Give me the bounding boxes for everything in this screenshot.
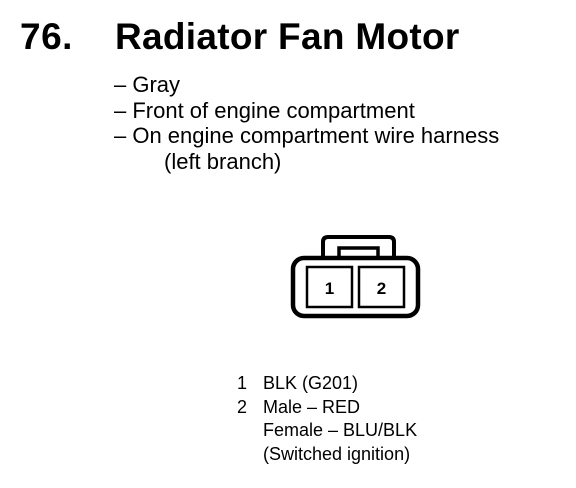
detail-location: – Front of engine compartment: [114, 97, 415, 123]
pin-descriptions: 1 BLK (G201) 2 Male – RED Female – BLU/BLK…: [237, 372, 417, 466]
pin-2-female: Female – BLU/BLK: [263, 420, 418, 440]
page-title: Radiator Fan Motor: [115, 16, 460, 57]
connector-diagram: 1 2: [290, 235, 421, 319]
pin-1-number: 1: [237, 373, 248, 393]
connector-cavity-1: [305, 265, 354, 309]
heading-number: 76.: [20, 16, 73, 57]
detail-branch: (left branch): [164, 148, 282, 174]
connector-lock-tab: [321, 235, 396, 258]
pin-2-male: Male – RED: [263, 396, 361, 417]
pin-2-note: (Switched ignition): [263, 443, 411, 464]
component-details: – Gray – Front of engine compartment – O…: [114, 72, 499, 174]
connector-pin-label-2: 2: [377, 279, 386, 298]
connector-lock-tab-inner: [337, 246, 380, 258]
pin-1-row: 1 BLK (G201): [237, 372, 417, 396]
connector-pin-label-1: 1: [325, 279, 334, 298]
pin-1-text: BLK (G201): [263, 373, 359, 393]
pin-2-row: 2 Male – RED: [237, 396, 417, 420]
pin-2-number: 2: [237, 396, 248, 417]
detail-harness: – On engine compartment wire harness: [114, 123, 500, 148]
detail-color: – Gray: [114, 72, 181, 97]
connector-cavity-2: [357, 265, 406, 309]
